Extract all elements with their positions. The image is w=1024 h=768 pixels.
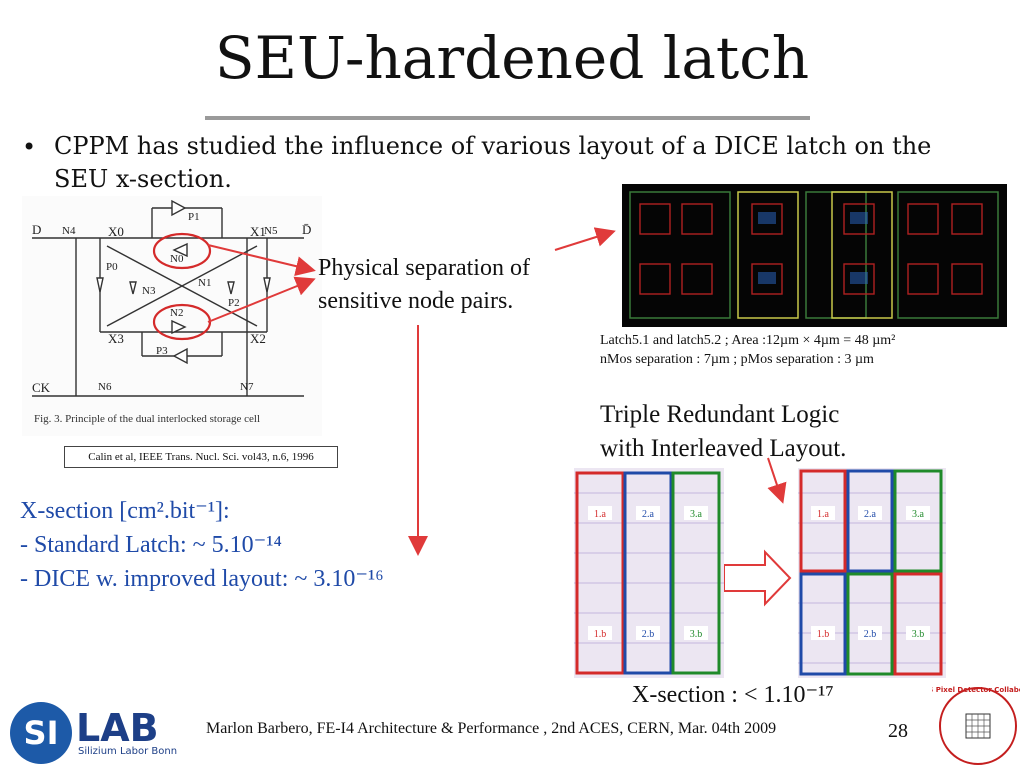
xsection-standard: - Standard Latch: ~ 5.10⁻¹⁴ bbox=[20, 532, 282, 558]
bullet-text: CPPM has studied the influence of variou… bbox=[54, 132, 932, 193]
node-x3: X3 bbox=[108, 331, 124, 346]
atlas-pixel-logo: ATLAS Pixel Detector Collaboration bbox=[932, 686, 1020, 765]
page-number: 28 bbox=[888, 720, 908, 742]
footer-text: Marlon Barbero, FE-I4 Architecture & Per… bbox=[206, 720, 777, 737]
node-x2: X2 bbox=[250, 331, 266, 346]
hollow-arrow-icon bbox=[723, 549, 792, 607]
node-ck: CK bbox=[32, 380, 51, 395]
arrow-n2 bbox=[207, 276, 316, 323]
citation-box: Calin et al, IEEE Trans. Nucl. Sci. vol4… bbox=[64, 446, 338, 468]
node-x1: X1 bbox=[250, 224, 266, 239]
node-d: D bbox=[32, 222, 41, 237]
cell-label: 1.a bbox=[594, 509, 607, 520]
transistor-label: N5 bbox=[264, 225, 278, 237]
cell-label: 1.a bbox=[817, 509, 830, 520]
tmr-label: Triple Redundant Logic with Interleaved … bbox=[600, 401, 847, 462]
node-dbar: D̄ bbox=[302, 222, 311, 237]
latch-caption: Latch5.1 and latch5.2 ; Area :12µm × 4µm… bbox=[600, 333, 896, 367]
silab-logo-subtitle: Silizium Labor Bonn bbox=[78, 746, 178, 757]
schematic-caption: Fig. 3. Principle of the dual interlocke… bbox=[34, 413, 260, 425]
cell-label: 2.b bbox=[642, 629, 655, 640]
cell-label: 3.a bbox=[912, 509, 925, 520]
arrow-tmr bbox=[767, 457, 787, 504]
silab-logo: SI bbox=[10, 702, 72, 764]
cell-label: 3.a bbox=[690, 509, 703, 520]
tmr-xsection: X-section : < 1.10⁻¹⁷ bbox=[632, 682, 834, 708]
xsection-dice: - DICE w. improved layout: ~ 3.10⁻¹⁶ bbox=[20, 566, 384, 592]
transistor-label: N3 bbox=[142, 285, 156, 297]
cell-label: 1.b bbox=[594, 629, 607, 640]
slide-title: SEU-hardened latch bbox=[214, 24, 810, 92]
transistor-label: N7 bbox=[240, 381, 254, 393]
cell-label: 2.a bbox=[864, 509, 877, 520]
xsection-heading: X-section [cm².bit⁻¹]: bbox=[20, 498, 230, 524]
cell-label: 3.b bbox=[912, 629, 925, 640]
title-underline bbox=[205, 116, 810, 120]
transistor-label: P1 bbox=[188, 211, 200, 223]
atlas-logo-text: ATLAS Pixel Detector Collaboration bbox=[932, 686, 1020, 694]
transistor-label: N0 bbox=[170, 253, 184, 265]
cell-label: 1.b bbox=[817, 629, 830, 640]
transistor-label: N4 bbox=[62, 225, 76, 237]
physical-separation-label: Physical separation of sensitive node pa… bbox=[318, 255, 530, 314]
arrow-layout bbox=[554, 227, 616, 251]
transistor-label: P2 bbox=[228, 297, 240, 309]
transistor-label: N1 bbox=[198, 277, 211, 289]
node-x0: X0 bbox=[108, 224, 124, 239]
cell-label: 3.b bbox=[690, 629, 703, 640]
dice-schematic: D D̄ X0 X1 X3 X2 CK N4 N5 P1 N0 P0 N3 N1… bbox=[22, 196, 322, 436]
latch-layout-image bbox=[622, 184, 1007, 327]
bullet-icon: • bbox=[22, 133, 37, 161]
tmr-layout-left: 1.a 2.a 3.a 1.b 2.b 3.b bbox=[574, 468, 724, 678]
silab-logo-text: LAB bbox=[76, 706, 159, 750]
arrow-n0 bbox=[207, 244, 316, 276]
cell-label: 2.a bbox=[642, 509, 655, 520]
transistor-label: N2 bbox=[170, 307, 183, 319]
tmr-layout-right: 1.a 2.a 3.a 1.b 2.b 3.b bbox=[798, 468, 946, 678]
cell-label: 2.b bbox=[864, 629, 877, 640]
transistor-label: N6 bbox=[98, 381, 112, 393]
transistor-label: P0 bbox=[106, 261, 118, 273]
xsection-block: X-section [cm².bit⁻¹]: - Standard Latch:… bbox=[20, 494, 384, 596]
transistor-label: P3 bbox=[156, 345, 168, 357]
